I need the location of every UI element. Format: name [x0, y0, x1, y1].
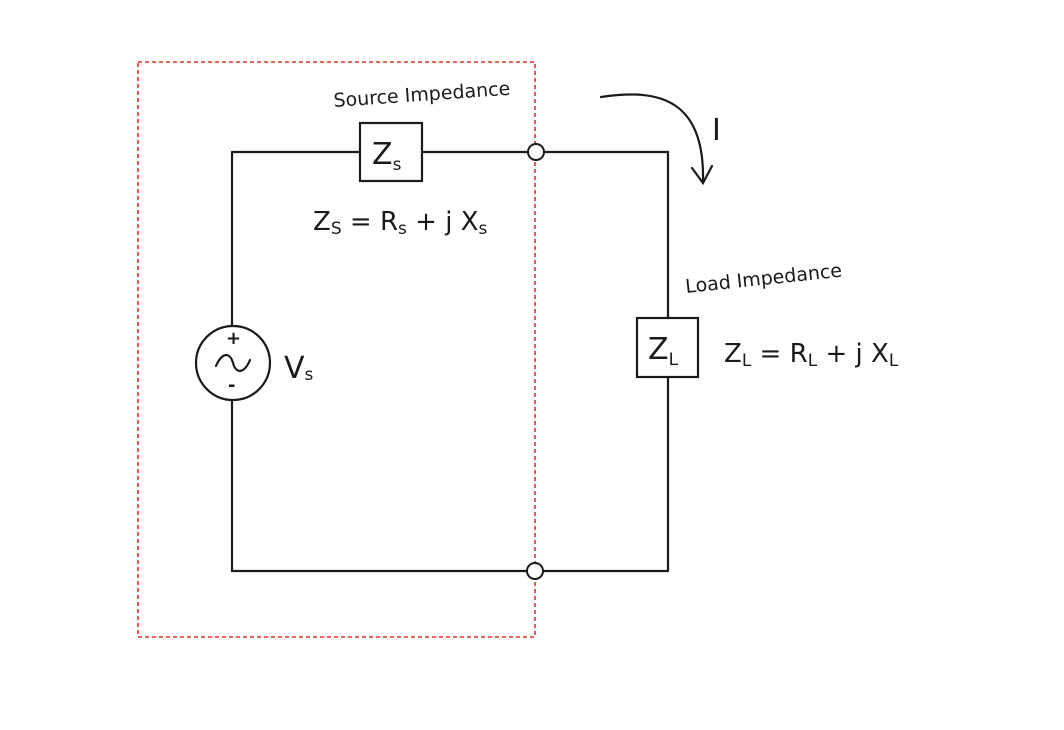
source-impedance-box	[358, 121, 424, 183]
load-impedance-equation: ZL = RL + j XL	[724, 339, 899, 371]
plus-sign: +	[226, 328, 241, 349]
load-impedance-symbol: ZL	[648, 332, 679, 370]
current-arrow-head	[690, 164, 714, 186]
source-impedance-symbol: Zs	[372, 137, 402, 175]
source-impedance-title: Source Impedance	[333, 78, 511, 112]
source-voltage-label: Vs	[284, 351, 314, 386]
current-arrow	[599, 93, 705, 184]
terminal-bottom	[526, 562, 544, 580]
ac-wave-icon	[214, 354, 252, 372]
source-boundary	[137, 61, 536, 638]
load-impedance-box	[635, 316, 700, 379]
minus-sign: -	[228, 375, 235, 396]
source-impedance-equation: ZS = Rs + j Xs	[313, 207, 488, 239]
current-label: I	[712, 113, 721, 148]
load-impedance-title: Load Impedance	[684, 260, 843, 298]
terminal-top	[527, 143, 545, 161]
